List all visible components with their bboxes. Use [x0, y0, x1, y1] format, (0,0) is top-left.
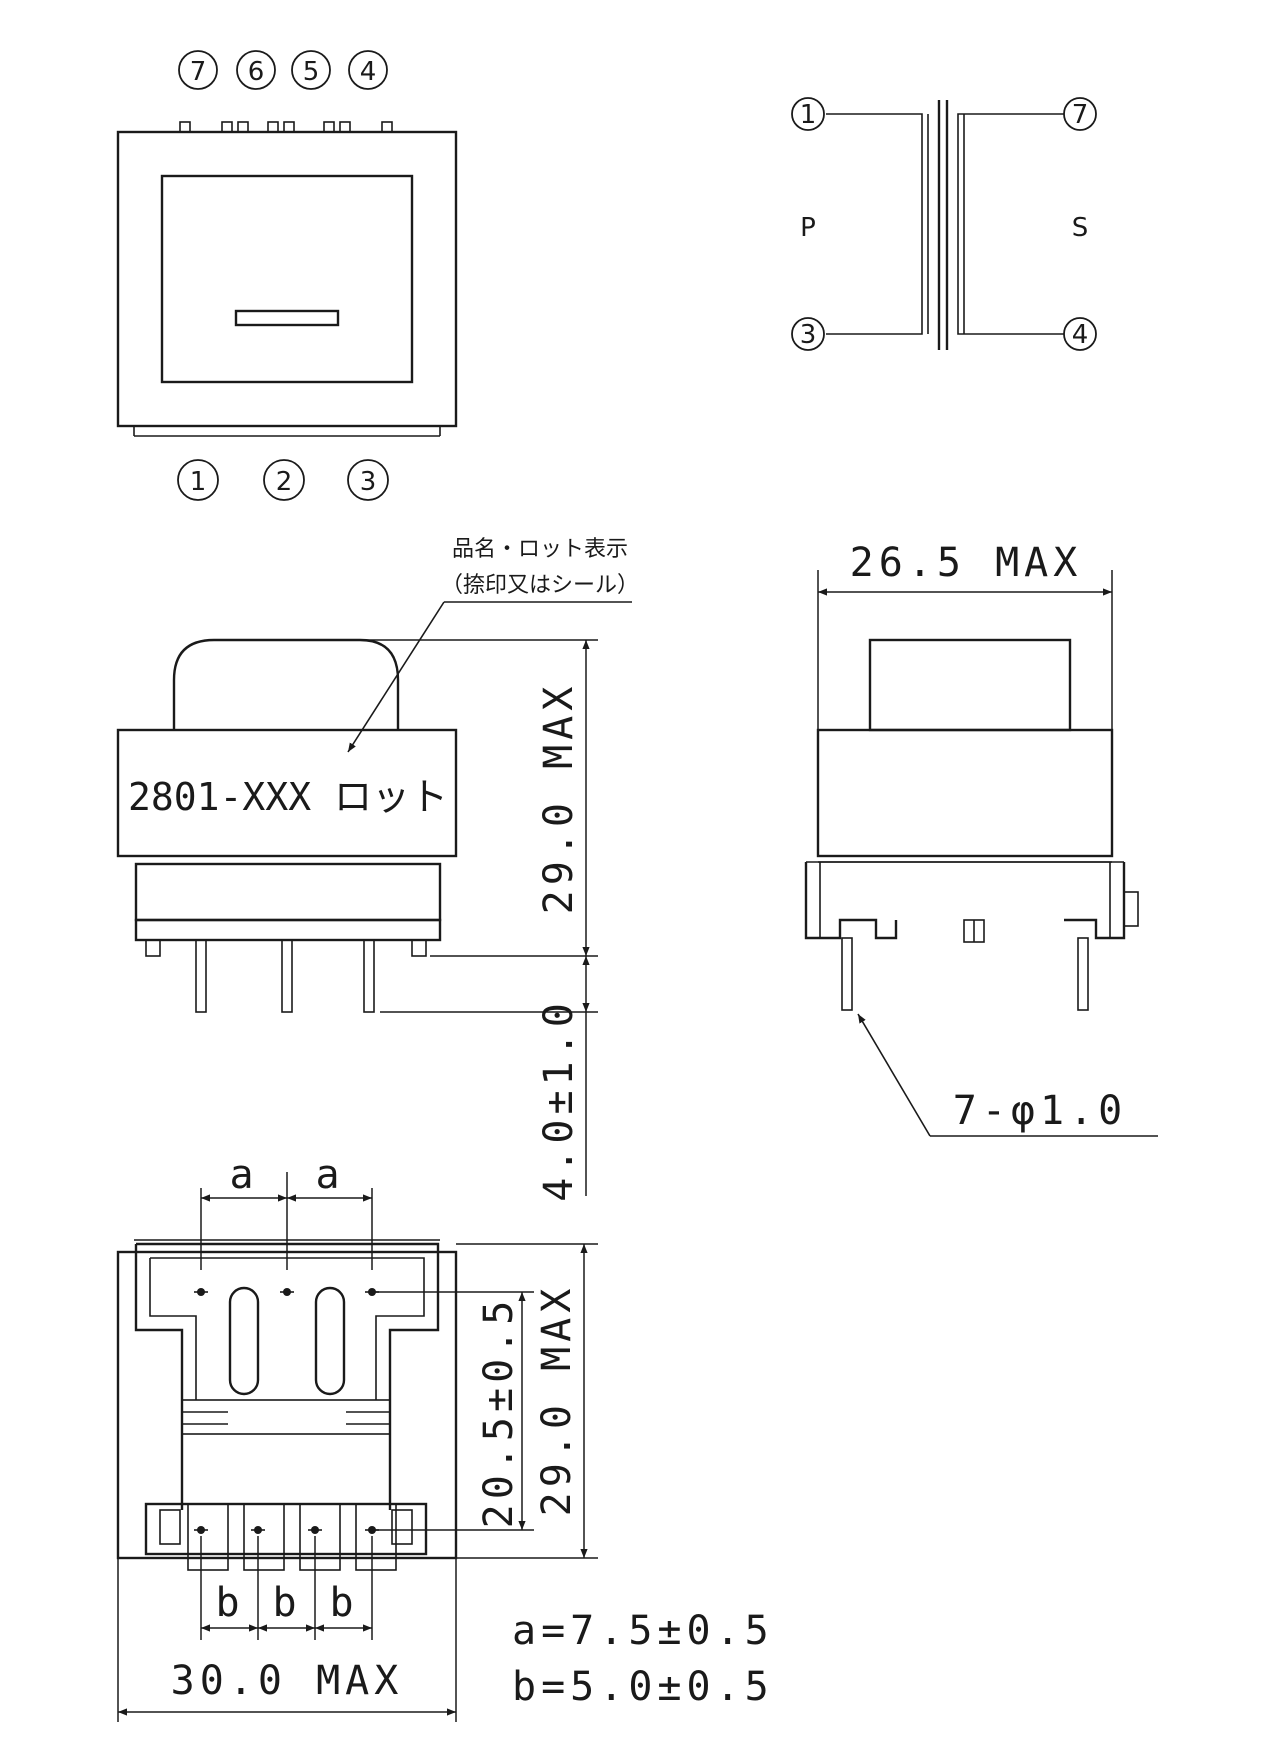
- secondary-label: S: [1072, 213, 1089, 243]
- pitch-a-label-2: a: [315, 1152, 344, 1198]
- svg-text:4: 4: [360, 57, 377, 87]
- front-pin-2: [281, 939, 293, 1013]
- schematic-pin-7: 7: [1063, 97, 1097, 131]
- svg-text:7: 7: [190, 57, 207, 87]
- svg-text:1: 1: [800, 100, 817, 130]
- pitch-b-label-2: b: [272, 1580, 301, 1626]
- top-pin-label-5: 5: [291, 50, 331, 90]
- top-pin-stubs: [179, 121, 393, 133]
- bottom-width-dim-label: 30.0 MAX: [171, 1658, 404, 1704]
- svg-text:7: 7: [1072, 100, 1089, 130]
- part-marking: 2801-XXX ロット: [128, 775, 448, 819]
- side-view: 26.5 MAX 7-φ1.0: [804, 540, 1158, 1137]
- schematic-pin-4: 4: [1063, 317, 1097, 351]
- svg-text:4: 4: [1072, 320, 1089, 350]
- front-view: 品名・ロット表示 （捺印又はシール） 2801-XXX ロット 29.0 MAX…: [116, 537, 639, 1202]
- svg-text:2: 2: [276, 467, 293, 497]
- legend-b: b=5.0±0.5: [512, 1664, 774, 1710]
- front-pin-1: [195, 939, 207, 1013]
- side-pin-left: [841, 937, 853, 1011]
- dimension-legend: a=7.5±0.5 b=5.0±0.5: [512, 1608, 774, 1710]
- depth-dim-label: 29.0 MAX: [534, 1284, 580, 1517]
- marking-note-line1: 品名・ロット表示: [452, 537, 628, 562]
- top-view-slot: [234, 309, 340, 327]
- pin-dia-label: 7-φ1.0: [953, 1088, 1128, 1134]
- side-pin-right: [1077, 937, 1089, 1011]
- pitch-a-label-1: a: [229, 1152, 258, 1198]
- schematic-pin-3: 3: [791, 317, 825, 351]
- side-winding-block: [816, 728, 1114, 858]
- bottom-top-pins: [194, 1288, 379, 1296]
- bottom-pin-label-3: 3: [347, 459, 389, 501]
- top-view-core: [160, 174, 414, 384]
- bottom-frame: [116, 1250, 458, 1560]
- bottom-pin-label-1: 1: [177, 459, 219, 501]
- side-width-dim-label: 26.5 MAX: [850, 540, 1083, 586]
- bottom-bottom-pins: [194, 1526, 379, 1534]
- schematic-pin-1: 1: [791, 97, 825, 131]
- top-pin-label-6: 6: [236, 50, 276, 90]
- svg-text:3: 3: [360, 467, 377, 497]
- svg-text:6: 6: [248, 57, 265, 87]
- svg-text:5: 5: [303, 57, 320, 87]
- svg-text:3: 3: [800, 320, 817, 350]
- pin-length-dim-label: 4.0±1.0: [536, 998, 582, 1202]
- front-winding-block: [116, 728, 458, 858]
- side-core: [868, 638, 1072, 732]
- row-spacing-dim-label: 20.5±0.5: [476, 1296, 522, 1529]
- svg-text:1: 1: [190, 467, 207, 497]
- top-pin-label-4: 4: [348, 50, 388, 90]
- bottom-pin-label-2: 2: [263, 459, 305, 501]
- marking-note-line2: （捺印又はシール）: [441, 573, 639, 598]
- pitch-b-label-1: b: [215, 1580, 244, 1626]
- legend-a: a=7.5±0.5: [512, 1608, 774, 1654]
- top-view: 7 6 5 4: [116, 50, 458, 501]
- height-dim-label: 29.0 MAX: [536, 682, 582, 915]
- top-view-case: [116, 130, 458, 428]
- pitch-b-label-3: b: [329, 1580, 358, 1626]
- pin-dia-leader: [857, 1013, 931, 1137]
- top-pin-label-7: 7: [178, 50, 218, 90]
- front-pin-3: [363, 939, 375, 1013]
- transformer-schematic: 1 3 7 4 P S: [791, 97, 1097, 351]
- bottom-view: a a: [116, 1152, 598, 1722]
- primary-label: P: [800, 213, 816, 243]
- front-core-arch: [172, 638, 400, 730]
- marking-leader: [347, 601, 445, 753]
